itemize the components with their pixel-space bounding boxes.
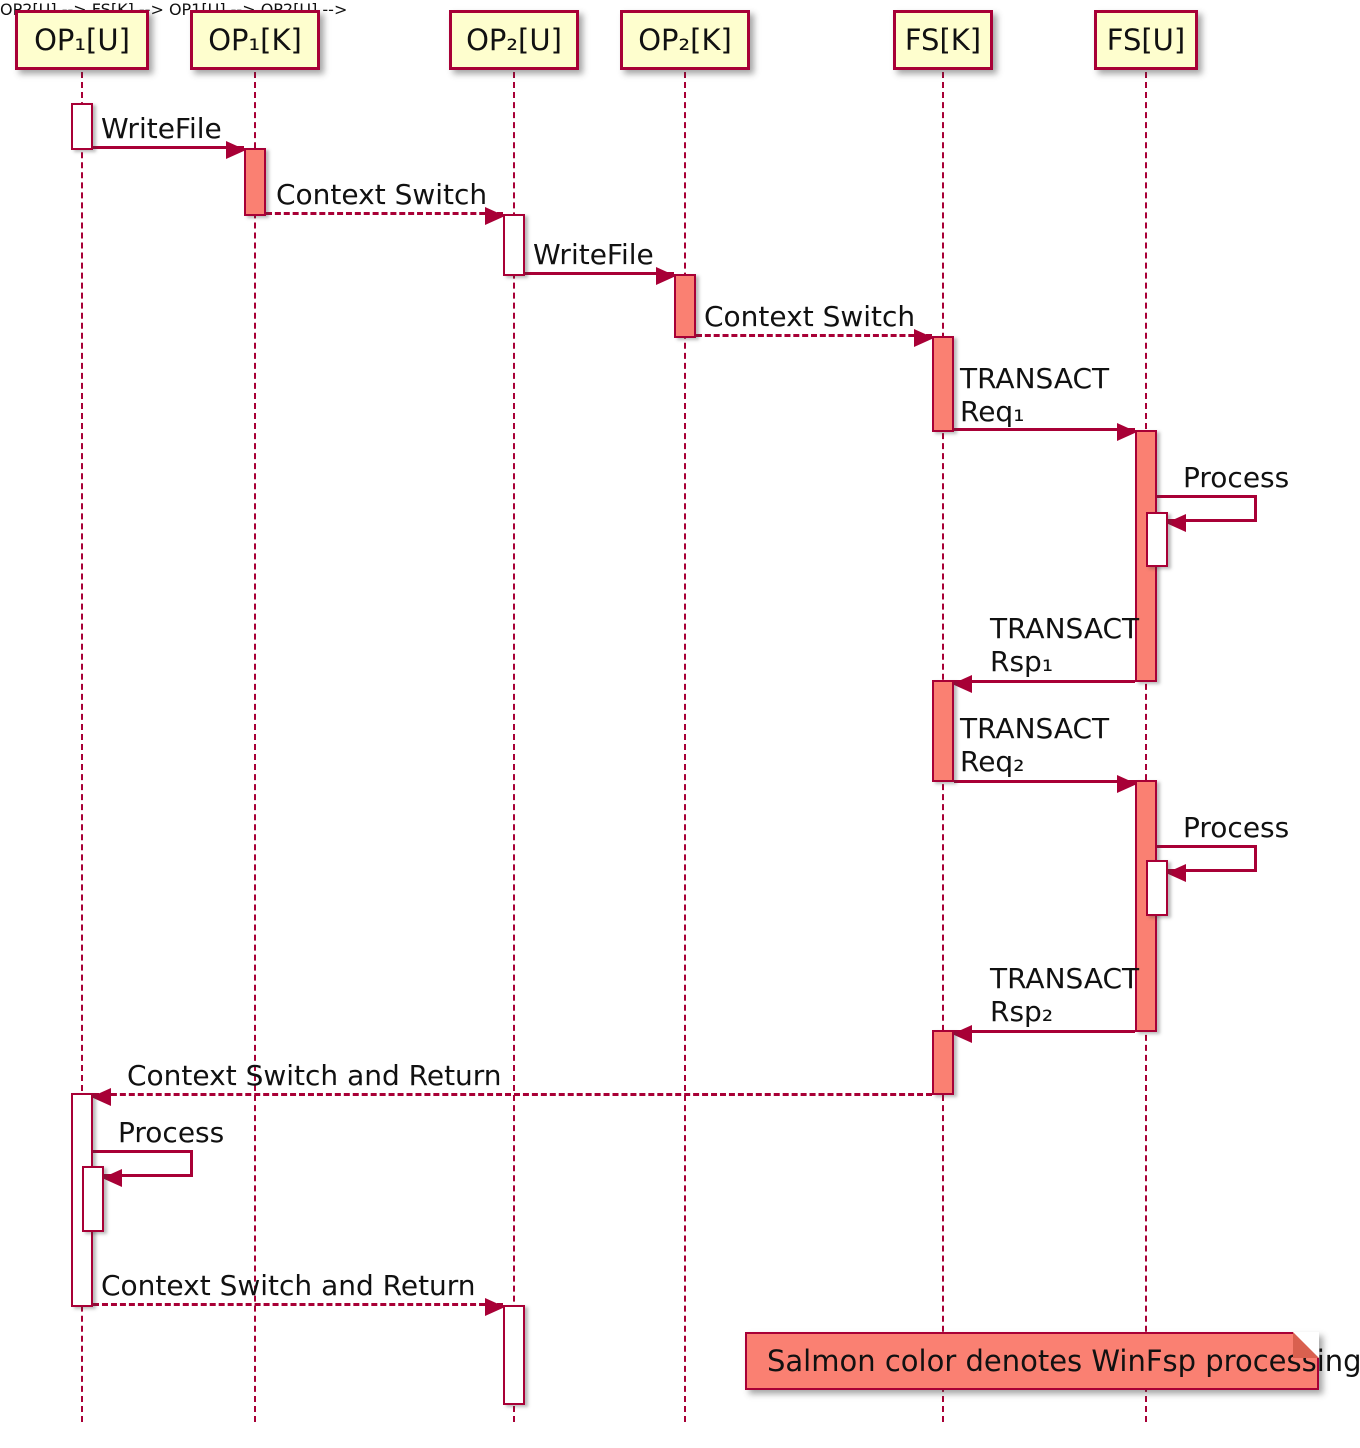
label-line1: TRANSACT	[990, 612, 1140, 645]
lifeline-fsu	[1145, 72, 1147, 1422]
arrow-transact-req1	[954, 423, 1137, 441]
self-process-3-top	[93, 1150, 193, 1153]
participant-fs-u: FS[U]	[1094, 10, 1198, 70]
lifeline-op1u	[81, 72, 83, 1422]
label-cs-return-1: Context Switch and Return	[127, 1059, 502, 1092]
label-line1: TRANSACT	[960, 362, 1110, 395]
participant-fs-k: FS[K]	[893, 10, 993, 70]
activation-fsk-3	[932, 1030, 954, 1095]
participant-label: OP₂[K]	[638, 23, 732, 57]
participant-label: FS[U]	[1106, 23, 1186, 57]
self-process-1-top	[1157, 495, 1257, 498]
activation-op1k	[244, 148, 266, 216]
participant-label: FS[K]	[904, 23, 982, 57]
label-line2: Req₁	[960, 395, 1025, 428]
participant-op1-u: OP₁[U]	[15, 10, 149, 70]
arrow-cs-return-2	[93, 1298, 505, 1316]
label-transact-rsp2: TRANSACT Rsp₂	[990, 962, 1139, 1028]
label-process-2: Process	[1183, 811, 1290, 844]
activation-op1u-process	[82, 1166, 104, 1232]
arrow-writefile-1	[93, 141, 246, 159]
lifeline-op2u	[513, 72, 515, 1422]
participant-op2-k: OP₂[K]	[620, 10, 750, 70]
arrow-context-switch-1	[266, 207, 505, 225]
self-process-2-top	[1157, 845, 1257, 848]
lifeline-op1k	[254, 72, 256, 1422]
self-process-1-return	[1166, 514, 1257, 532]
arrow-transact-req2	[954, 775, 1137, 793]
self-process-3-side	[190, 1150, 193, 1177]
activation-fsk-1	[932, 336, 954, 432]
label-process-3: Process	[118, 1116, 225, 1149]
label-cs-return-2: Context Switch and Return	[101, 1269, 476, 1302]
label-transact-req2: TRANSACT Req₂	[960, 712, 1109, 778]
activation-op2u-return	[503, 1305, 525, 1405]
self-process-2-return	[1166, 864, 1257, 882]
label-transact-req1: TRANSACT Req₁	[960, 362, 1109, 428]
label-transact-rsp1: TRANSACT Rsp₁	[990, 612, 1139, 678]
label-line1: TRANSACT	[960, 712, 1110, 745]
label-line2: Req₂	[960, 745, 1025, 778]
label-line2: Rsp₂	[990, 995, 1054, 1028]
label-line1: TRANSACT	[990, 962, 1140, 995]
label-writefile-1: WriteFile	[101, 112, 222, 145]
note-fold-icon	[1293, 1332, 1319, 1358]
self-process-3-return	[102, 1169, 193, 1187]
participant-op1-k: OP₁[K]	[190, 10, 320, 70]
activation-op1u-start	[71, 103, 93, 150]
activation-fsk-2	[932, 680, 954, 782]
activation-fsu-2-process	[1146, 860, 1168, 916]
activation-fsu-1-process	[1146, 512, 1168, 567]
arrow-transact-rsp1	[952, 675, 1135, 693]
participant-label: OP₁[K]	[208, 23, 302, 57]
label-writefile-2: WriteFile	[533, 238, 654, 271]
label-line2: Rsp₁	[990, 645, 1054, 678]
label-context-switch-2: Context Switch	[704, 300, 916, 333]
activation-op2u	[503, 214, 525, 276]
note-winfsp: Salmon color denotes WinFsp processing.	[745, 1332, 1360, 1390]
note-text: Salmon color denotes WinFsp processing.	[767, 1344, 1360, 1378]
participant-label: OP₁[U]	[34, 23, 130, 57]
arrow-writefile-2	[525, 267, 676, 285]
participant-op2-u: OP₂[U]	[449, 10, 579, 70]
label-process-1: Process	[1183, 461, 1290, 494]
arrow-transact-rsp2	[952, 1025, 1135, 1043]
arrow-context-switch-2	[696, 329, 934, 347]
label-context-switch-1: Context Switch	[276, 178, 488, 211]
activation-op2k	[674, 274, 696, 338]
participant-label: OP₂[U]	[466, 23, 562, 57]
arrow-cs-return-1	[91, 1088, 932, 1106]
lifeline-op2k	[684, 72, 686, 1422]
self-process-1-side	[1254, 495, 1257, 522]
self-process-2-side	[1254, 845, 1257, 872]
